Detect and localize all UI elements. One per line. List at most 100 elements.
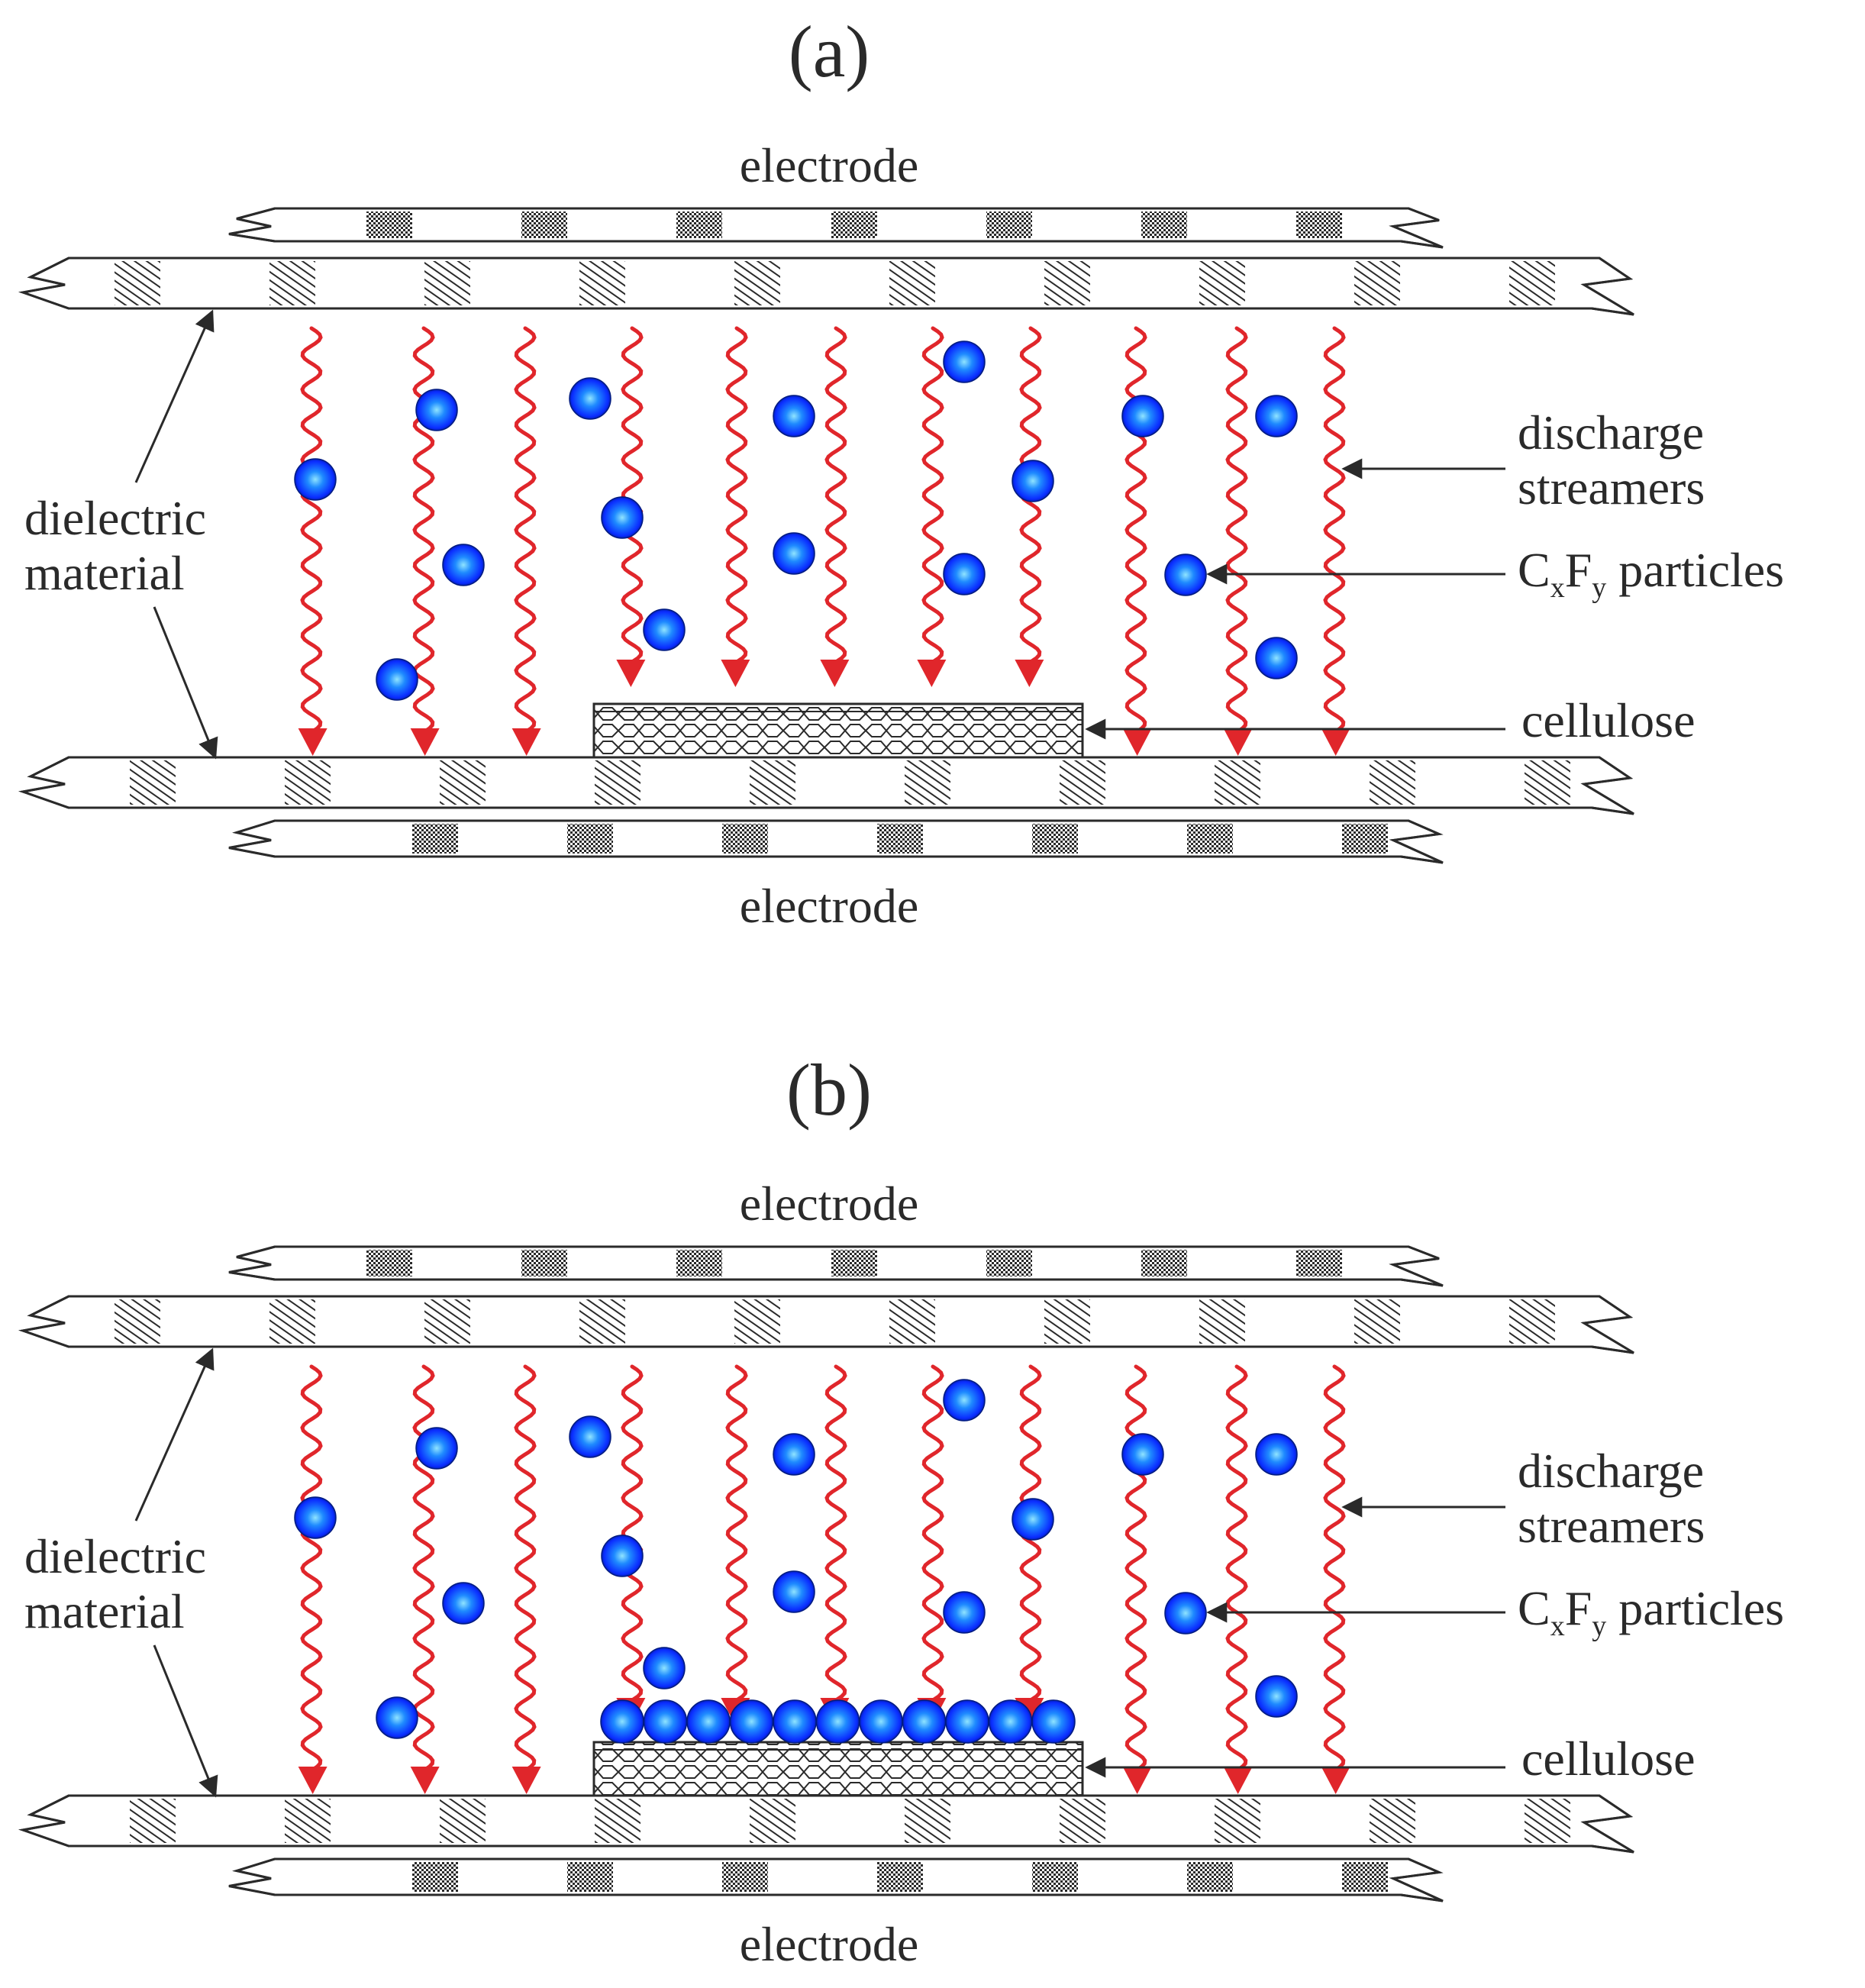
cxfy-particle <box>773 1433 815 1476</box>
electrode-top-hatch <box>1141 211 1187 238</box>
discharge-streamer <box>921 1364 944 1702</box>
dielectric-bottom-hatch <box>440 760 486 805</box>
particles-label-subscript: x <box>1550 572 1565 604</box>
discharge-streamers <box>298 326 1350 756</box>
streamer-arrowhead <box>1321 1767 1350 1794</box>
discharge-streamer <box>725 326 748 663</box>
discharge-streamer <box>1323 326 1346 734</box>
streamer-arrowhead <box>410 728 440 756</box>
electrode-bottom-hatch <box>877 824 923 854</box>
discharge-streamer <box>514 326 537 734</box>
cellulose-substrate <box>592 702 1084 759</box>
dielectric-bottom-hatch <box>1370 1799 1415 1843</box>
deposited-particle <box>643 1699 688 1744</box>
electrode-top-hatch <box>1296 211 1342 238</box>
discharge-streamer <box>300 1364 323 1772</box>
dielectric-arrow-down <box>153 606 218 760</box>
dielectric-arrow-up <box>134 1347 215 1522</box>
dielectric-top-hatch <box>115 1299 160 1344</box>
cxfy-particle <box>601 496 644 539</box>
cxfy-particle <box>442 1582 485 1625</box>
dielectric-bottom <box>18 1794 1634 1854</box>
streamer-arrowhead <box>820 660 850 687</box>
electrode-bottom-hatch <box>1032 1862 1078 1892</box>
electrode-bottom-hatch <box>1342 824 1388 854</box>
dielectric-top-hatch <box>579 1299 625 1344</box>
dielectric-label-line1: dielectric <box>24 1529 206 1583</box>
streamers-label-line1: discharge <box>1518 405 1704 460</box>
dielectric-bottom-hatch <box>440 1799 486 1843</box>
deposited-particle <box>729 1699 774 1744</box>
cxfy-particle <box>1255 395 1298 437</box>
dielectric-top-hatch <box>1509 261 1555 305</box>
deposited-particle <box>902 1699 947 1744</box>
discharge-streamer <box>1124 326 1147 734</box>
dielectric-top-hatch <box>1199 1299 1245 1344</box>
dielectric-bottom-hatch <box>1060 760 1105 805</box>
dielectric-label-line2: material <box>24 1584 185 1638</box>
streamer-arrowhead <box>1122 1767 1152 1794</box>
electrode-top-hatch <box>831 211 877 238</box>
dielectric-bottom-hatch <box>595 760 640 805</box>
cellulose-substrate <box>592 1741 1084 1797</box>
streamer-arrowhead <box>917 660 947 687</box>
electrode-bottom-hatch <box>1342 1862 1388 1892</box>
electrode-bottom-border <box>228 1857 1444 1902</box>
deposited-particle <box>945 1699 989 1744</box>
particles-label-part: C <box>1518 543 1550 597</box>
electrode-top-hatch <box>1141 1250 1187 1276</box>
dielectric-top-hatch <box>1044 1299 1090 1344</box>
streamer-arrowhead <box>1015 660 1044 687</box>
dielectric-bottom-hatch <box>285 1799 331 1843</box>
electrode-label-bottom: electrode <box>740 1917 919 1971</box>
particles-label-part: particles <box>1606 1581 1784 1635</box>
particles-label-part: F <box>1565 1581 1592 1635</box>
cxfy-particles <box>294 1379 1298 1739</box>
cxfy-particle <box>1255 637 1298 679</box>
cxfy-particle <box>294 458 337 501</box>
dielectric-top-hatch <box>889 261 935 305</box>
electrode-top <box>228 1245 1444 1287</box>
discharge-streamers <box>298 1364 1350 1794</box>
streamer-arrowhead <box>298 728 328 756</box>
dielectric-top-border <box>18 1295 1634 1354</box>
electrode-bottom-hatch <box>1032 824 1078 854</box>
electrode-top-hatch <box>676 1250 722 1276</box>
dielectric-bottom <box>18 756 1634 815</box>
dielectric-top-hatch <box>424 261 470 305</box>
particles-label-text: CxFy particles <box>1518 1581 1784 1642</box>
discharge-streamer <box>824 326 847 663</box>
streamer-arrowhead <box>616 660 646 687</box>
dielectric-bottom-hatch <box>130 1799 176 1843</box>
streamer-arrowhead <box>1122 728 1152 756</box>
cxfy-particle <box>1164 1592 1207 1635</box>
dielectric-bottom-hatch <box>130 760 176 805</box>
dielectric-top-hatch <box>424 1299 470 1344</box>
electrode-top-hatch <box>1296 1250 1342 1276</box>
cxfy-particle <box>943 553 986 595</box>
dielectric-top <box>18 1295 1634 1354</box>
discharge-streamer <box>412 1364 435 1772</box>
dielectric-bottom-border <box>18 756 1634 815</box>
electrode-bottom-hatch <box>722 1862 768 1892</box>
electrode-bottom-border <box>228 819 1444 864</box>
dielectric-bottom-hatch <box>1060 1799 1105 1843</box>
particles-label-part: C <box>1518 1581 1550 1635</box>
cxfy-particle <box>943 340 986 383</box>
discharge-streamer <box>1225 326 1248 734</box>
streamer-arrowhead <box>410 1767 440 1794</box>
discharge-streamer <box>300 326 323 734</box>
cellulose-label: cellulose <box>1085 1731 1695 1786</box>
electrode-bottom-hatch <box>1187 824 1233 854</box>
electrode-top-hatch <box>521 211 567 238</box>
cxfy-particle <box>643 608 686 651</box>
electrode-bottom-hatch <box>412 1862 458 1892</box>
dielectric-top-hatch <box>1354 1299 1400 1344</box>
particles-label-subscript: y <box>1592 572 1606 604</box>
dielectric-top-hatch <box>579 261 625 305</box>
electrode-label-top: electrode <box>740 1176 919 1231</box>
